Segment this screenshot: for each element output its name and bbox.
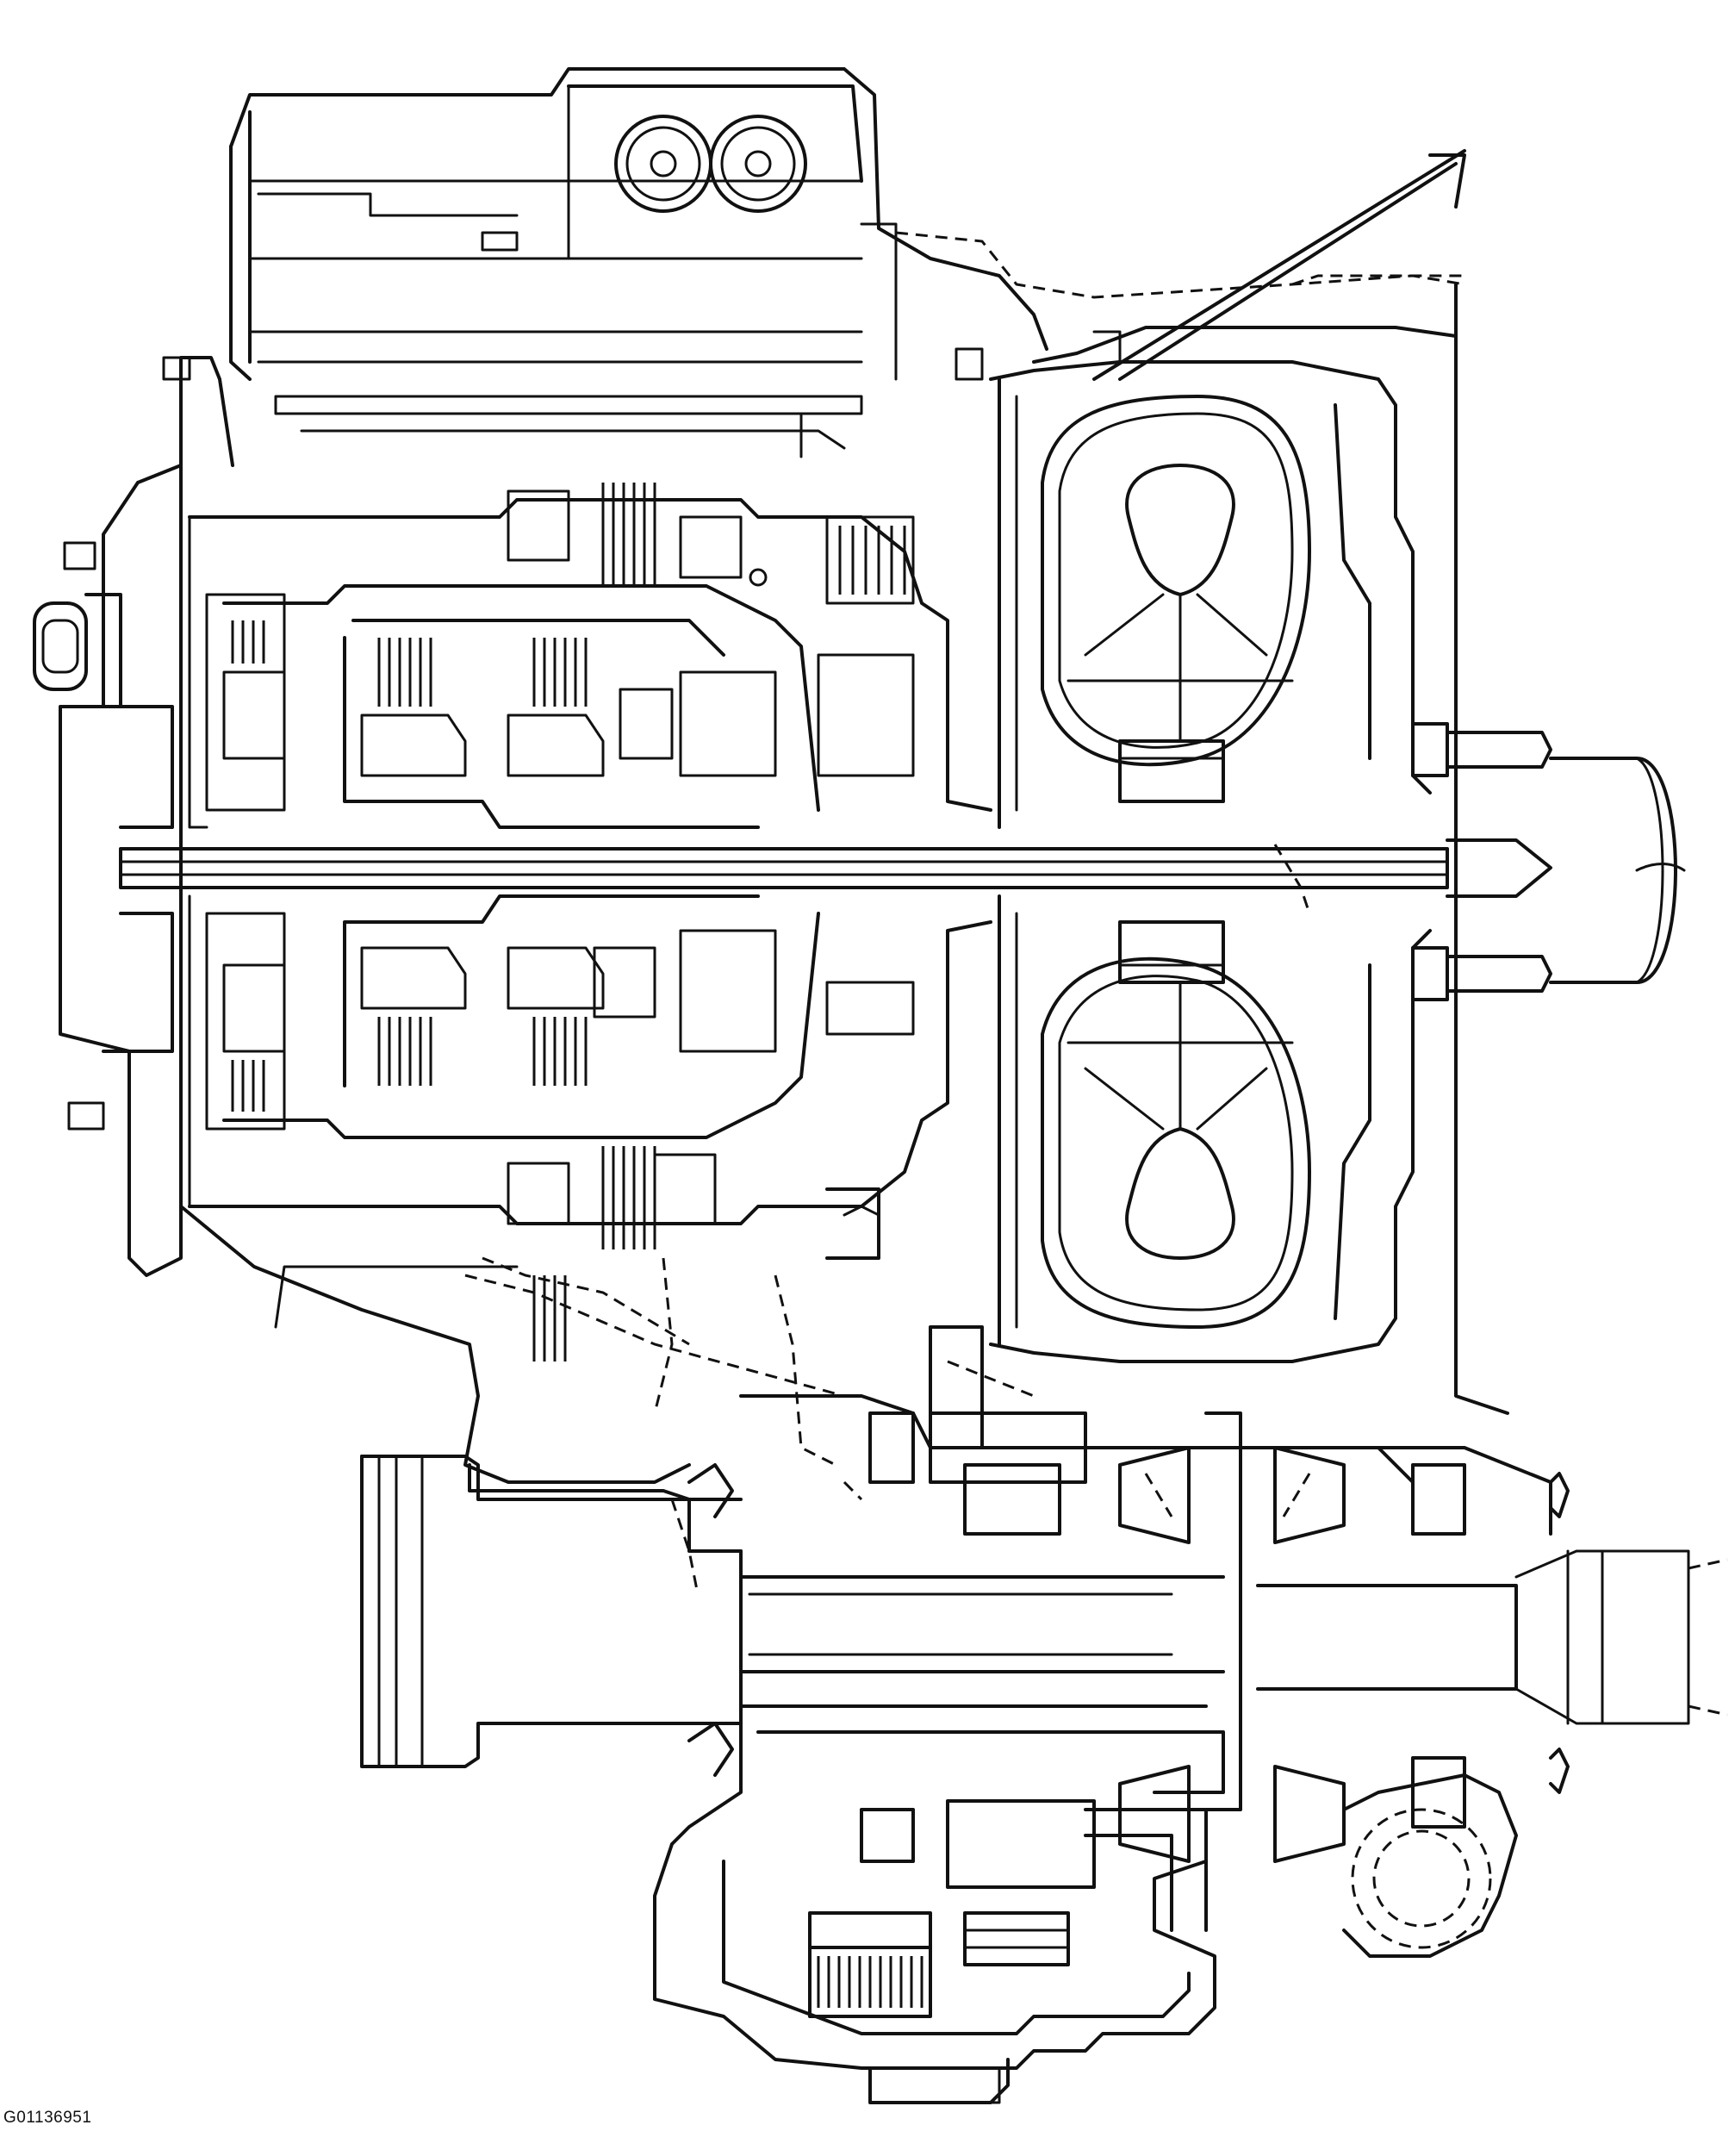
idler-gear-assembly [825,1187,1096,1966]
lower-clutch-pack [188,894,992,1329]
main-shaft [119,838,1552,898]
differential-bearing-dashed [1342,1773,1518,1958]
axle-stub-right [1688,1558,1728,1717]
transaxle-case [59,149,1509,1484]
converter-impeller-upper [1041,395,1311,803]
torque-converter [989,360,1432,1363]
output-seal-right [1411,1463,1570,1829]
differential-housing [468,1394,1690,1846]
crankshaft-pilot [1549,757,1686,984]
hidden-lines [464,844,1311,1595]
converter-impeller-lower [1041,920,1311,1329]
upper-clutch-plates [231,483,906,707]
axle-tube-left [360,1455,743,1777]
twin-solenoid-rollers [614,115,807,213]
upper-clutch-pack [188,395,992,829]
lower-clutch-plates [231,1017,656,1362]
end-cover-and-sensor [33,541,174,1131]
valve-body-housing [229,67,1048,458]
converter-hub-bolts [1411,722,1552,1001]
differential-pinion-gears [1118,1446,1346,1863]
bottom-housing [653,1808,1216,2104]
figure-id-label: G01136951 [3,2109,92,2127]
